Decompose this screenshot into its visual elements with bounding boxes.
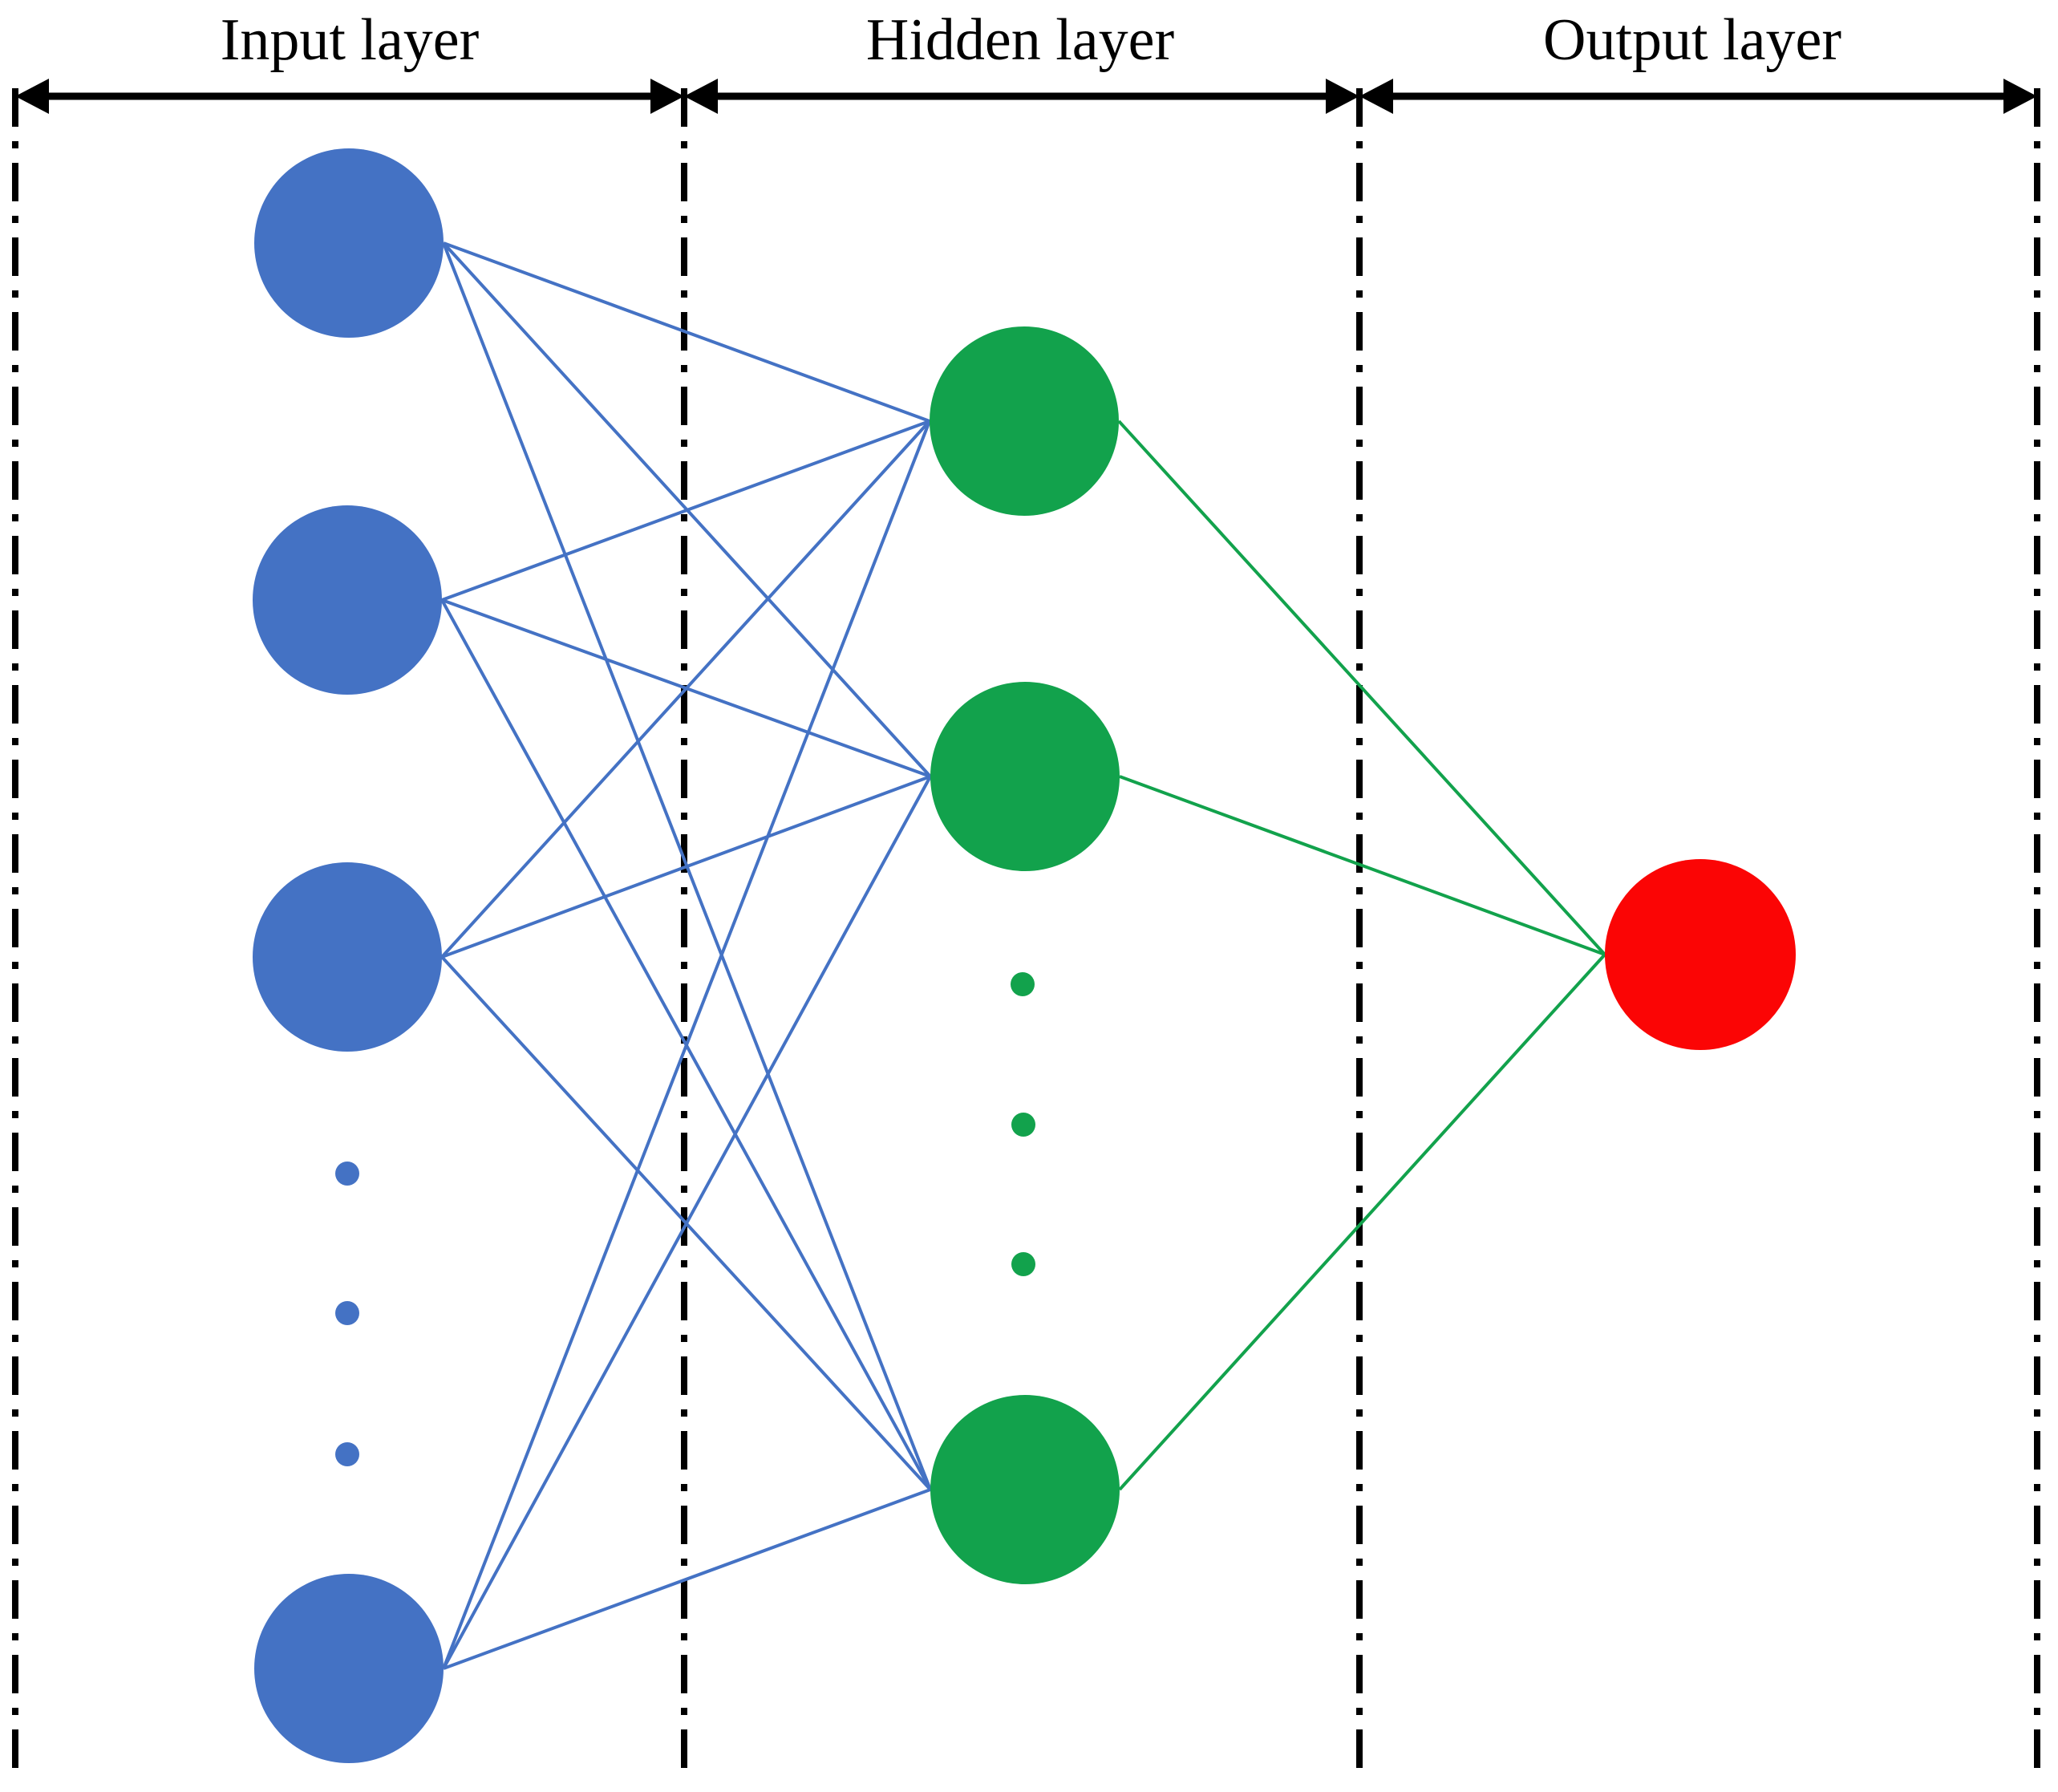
edge-input-3-hidden-2 xyxy=(441,775,931,959)
layer-span-arrows xyxy=(15,79,2037,114)
hidden-ellipsis-dot-3 xyxy=(1011,1252,1035,1276)
input-node-4 xyxy=(254,1574,444,1763)
edge-input-3-hidden-1 xyxy=(440,420,931,959)
hidden-node-2 xyxy=(930,682,1120,871)
arrowhead-left-icon xyxy=(1359,79,1393,114)
hidden-ellipsis-dot-1 xyxy=(1011,972,1035,996)
arrowhead-left-icon xyxy=(15,79,49,114)
edge-input-4-hidden-1 xyxy=(442,420,931,1669)
input-node-2 xyxy=(253,505,442,695)
edge-input-2-hidden-1 xyxy=(441,420,930,602)
input-ellipsis-dot-3 xyxy=(335,1442,359,1466)
hidden-node-3 xyxy=(930,1395,1120,1584)
arrowhead-right-icon xyxy=(1326,79,1359,114)
output-layer-label: Output layer xyxy=(1543,7,1841,73)
edge-input-4-hidden-3 xyxy=(443,1488,931,1670)
edge-hidden-1-output-1 xyxy=(1117,420,1606,956)
input-ellipsis-dot-2 xyxy=(335,1301,359,1325)
arrowhead-right-icon xyxy=(2003,79,2037,114)
hidden-node-1 xyxy=(930,326,1119,516)
input-node-3 xyxy=(253,862,442,1052)
input-node-1 xyxy=(254,148,444,338)
connection-edges xyxy=(440,241,1606,1670)
arrowhead-left-icon xyxy=(684,79,718,114)
edge-input-1-hidden-1 xyxy=(443,241,930,423)
layer-labels: Input layer Hidden layer Output layer xyxy=(221,7,1841,73)
neuron-nodes xyxy=(253,148,1796,1763)
layer-separators xyxy=(12,88,2040,1771)
output-node-1 xyxy=(1605,859,1796,1050)
edge-hidden-2-output-1 xyxy=(1119,775,1606,956)
hidden-ellipsis-dot-2 xyxy=(1011,1113,1035,1137)
edge-input-4-hidden-2 xyxy=(442,776,932,1669)
input-layer-label: Input layer xyxy=(221,7,480,73)
edge-hidden-3-output-1 xyxy=(1118,953,1606,1491)
hidden-layer-label: Hidden layer xyxy=(866,7,1174,73)
arrowhead-right-icon xyxy=(650,79,684,114)
input-ellipsis-dot-1 xyxy=(335,1162,359,1186)
